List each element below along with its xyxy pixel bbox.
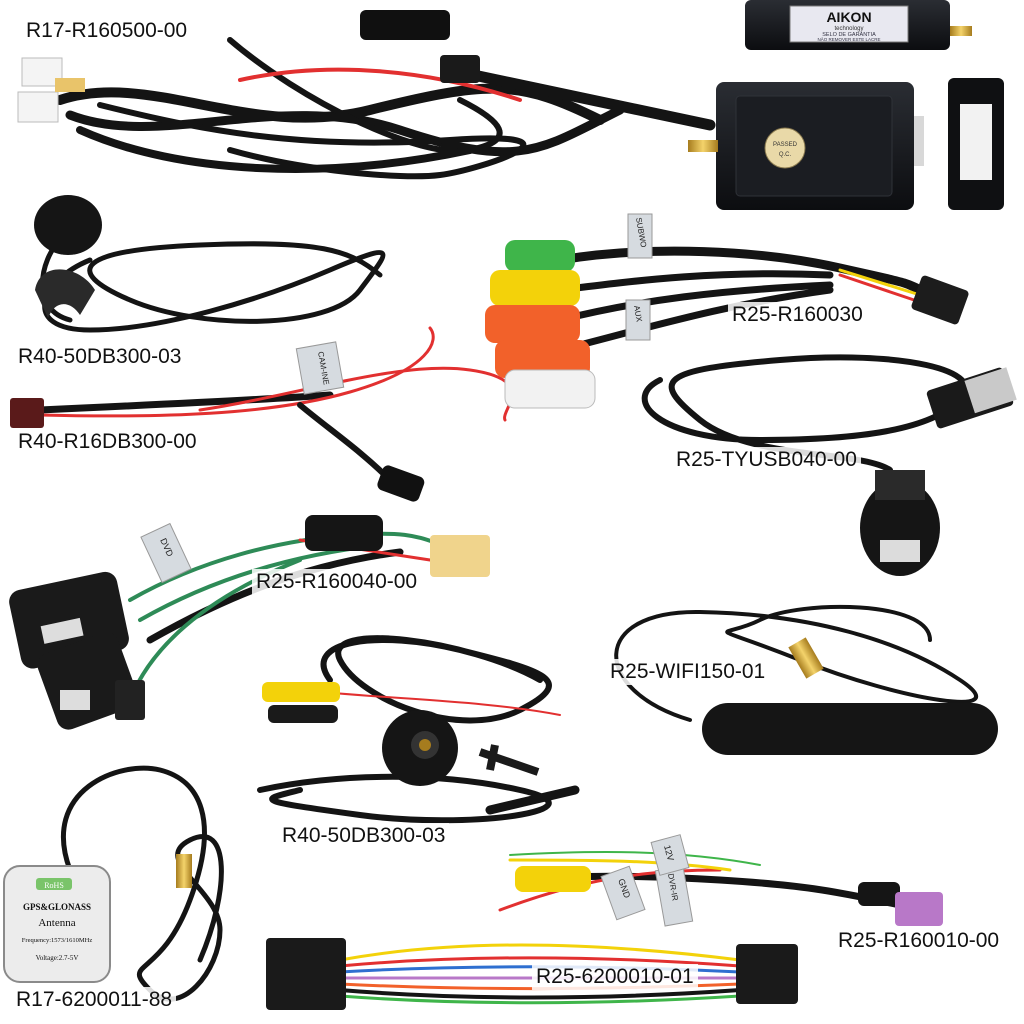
label-r25-tyusb040-00: R25-TYUSB040-00 [672,447,861,473]
camera-mount-screw [478,744,540,776]
wifi-antenna-r25-wifi150-01 [614,604,978,722]
gps-rohs: RoHS [44,881,64,890]
qc-sticker-qc: Q.C. [779,152,792,158]
aikon-connector-block [948,78,1004,210]
dvr-rca-yellow [515,866,591,892]
aikon-brand-sub: technology [834,26,863,32]
twelve-v-tag [650,834,690,876]
aux-tag-text: AUX [632,305,644,323]
aux-tag [625,299,651,341]
aikon-small-module [745,0,972,50]
usb-panel-socket [860,470,940,576]
aikon-seal-line-2: NÃO REMOVER ESTE LACRE [817,36,880,42]
rohs-badge [36,878,72,890]
usb-a-plug-metal [964,367,1017,414]
rca-end-connector [911,275,969,325]
microphone-r40-50db300-03 [40,237,386,333]
wifi-sma-connector [788,637,824,679]
dvd-tag [140,522,192,584]
camera-head [382,710,458,786]
label-r40-50db300-03-mic: R40-50DB300-03 [14,344,186,370]
beige-connector [430,535,490,577]
camera-cable-r40-50db300-03 [257,635,580,824]
label-r40-r16db300-00: R40-R16DB300-00 [14,429,201,455]
gps-sma-connector [176,854,192,888]
gps-frequency: Frequency:1573/1610MHz [22,937,93,944]
aikon-seal-line-1: SELO DE GARANTIA [822,32,876,38]
white-connectors-left [17,57,85,123]
harness-r17-r160500-00 [55,37,716,180]
microphone-foam [34,195,102,255]
label-r25-r160030: R25-R160030 [728,302,867,328]
dvr-sleeve [858,882,900,906]
rca-harness-r25-r160030 [555,246,945,354]
label-r25-wifi150-01: R25-WIFI150-01 [606,659,770,685]
camera-rca-yellow [262,682,340,702]
qc-sticker-passed: PASSED [773,142,798,148]
label-r17-r160500-00: R17-R160500-00 [22,18,192,44]
r16-connector [10,398,44,428]
label-r25-r160010-00: R25-R160010-00 [834,928,1004,954]
label-r40-50db300-03-cam: R40-50DB300-03 [278,823,450,849]
twelve-v-tag-text: 12V [662,844,676,862]
antenna-connector-box [440,55,480,83]
subwo-tag [627,213,653,259]
gps-voltage: Voltage:2.7-5V [36,954,79,962]
usb-female-ports [9,571,145,730]
aikon-brand: AIKON [826,9,871,25]
cam-in-tag [295,341,345,395]
purple-connector [895,892,943,926]
gps-title: GPS&GLONASS [23,902,91,912]
audio-jack [377,465,425,502]
iso-connector-left [266,938,346,1010]
wifi-antenna-body [702,703,998,755]
microphone-clip [35,269,95,318]
iso-connector-right [736,944,798,1004]
label-r25-6200010-01: R25-6200010-01 [532,964,698,990]
gps-antenna-body [3,865,111,983]
antenna-module [360,10,450,40]
gps-antenna-word: Antenna [38,917,75,929]
aikon-main-module [688,82,924,210]
rca-plugs [485,240,596,409]
label-r25-r160040-00: R25-R160040-00 [252,569,422,595]
camera-power-plug [268,705,338,723]
label-r17-6200011-88: R17-6200011-88 [12,987,177,1013]
gnd-tag [600,865,646,921]
usb-cable-r25-tyusb040-00 [641,354,969,473]
r160040-sleeve [305,515,383,551]
